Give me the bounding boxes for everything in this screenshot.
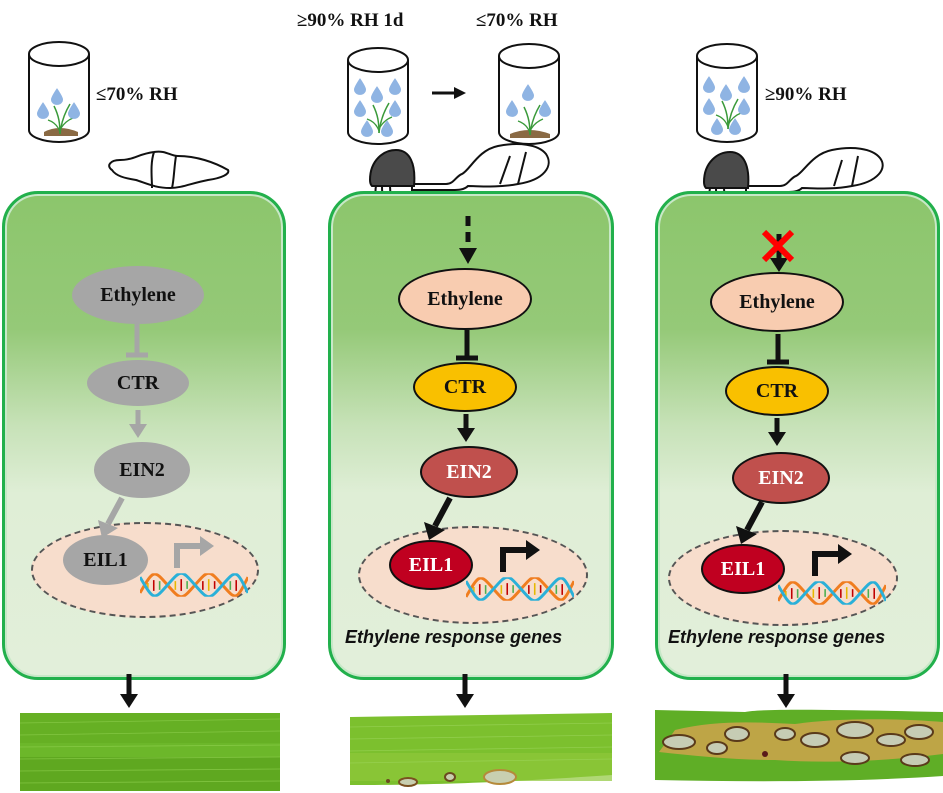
ein2-node: EIN2	[94, 442, 190, 498]
block-x-icon	[761, 229, 795, 263]
ethylene-node: Ethylene	[710, 272, 844, 332]
humidity-chamber-icon	[498, 43, 560, 145]
outcome-arrow-icon	[777, 674, 795, 708]
transition-arrow-icon	[432, 87, 466, 99]
outcome-arrow-icon	[120, 674, 138, 708]
nucleus	[668, 530, 898, 626]
fungal-spore-icon	[108, 150, 230, 190]
ethylene-node: Ethylene	[72, 266, 204, 324]
nucleus	[358, 526, 588, 624]
leaf-image-mild-lesions	[349, 713, 613, 787]
dna-icon	[140, 572, 248, 598]
activation-arrow-icon	[129, 410, 147, 438]
ctr-node: CTR	[87, 360, 189, 406]
dna-icon	[466, 576, 574, 602]
leaf-image-severe-lesions	[655, 709, 943, 782]
activation-arrow-icon	[98, 496, 125, 538]
ethylene-node: Ethylene	[398, 268, 532, 330]
nucleus	[31, 522, 259, 618]
ein2-node: EIN2	[732, 452, 830, 504]
outcome-arrow-icon	[456, 674, 474, 708]
response-genes-label: Ethylene response genes	[668, 627, 886, 647]
humidity-label-initial: ≥90% RH 1d	[297, 10, 404, 31]
eil1-node: EIL1	[389, 540, 473, 590]
activation-arrow-icon	[424, 496, 453, 540]
humidity-label: ≤70% RH	[96, 84, 178, 105]
transcription-start-arrow-icon	[174, 536, 214, 568]
ctr-node: CTR	[725, 366, 829, 416]
transcription-start-arrow-icon	[812, 544, 852, 576]
eil1-node: EIL1	[63, 535, 148, 585]
activation-arrow-icon	[457, 414, 475, 442]
response-genes-label: Ethylene response genes	[345, 627, 563, 647]
eil1-node: EIL1	[701, 544, 785, 594]
activation-arrow-icon	[736, 500, 765, 544]
activation-arrow-icon	[768, 418, 786, 446]
humidity-chamber-icon	[347, 47, 409, 145]
inhibition-arrow-icon	[126, 324, 148, 358]
humidity-chamber-icon	[696, 43, 758, 143]
inhibition-arrow-icon	[456, 330, 478, 361]
leaf-image-healthy	[19, 713, 281, 791]
ctr-node: CTR	[413, 362, 517, 412]
transcription-start-arrow-icon	[500, 540, 540, 572]
inhibition-arrow-icon	[767, 334, 789, 365]
humidity-chamber-icon	[28, 41, 90, 143]
humidity-label: ≥90% RH	[765, 84, 847, 105]
humidity-label-after: ≤70% RH	[476, 10, 558, 31]
dna-icon	[778, 580, 886, 606]
ein2-node: EIN2	[420, 446, 518, 498]
dashed-signal-arrow-icon	[459, 216, 477, 264]
